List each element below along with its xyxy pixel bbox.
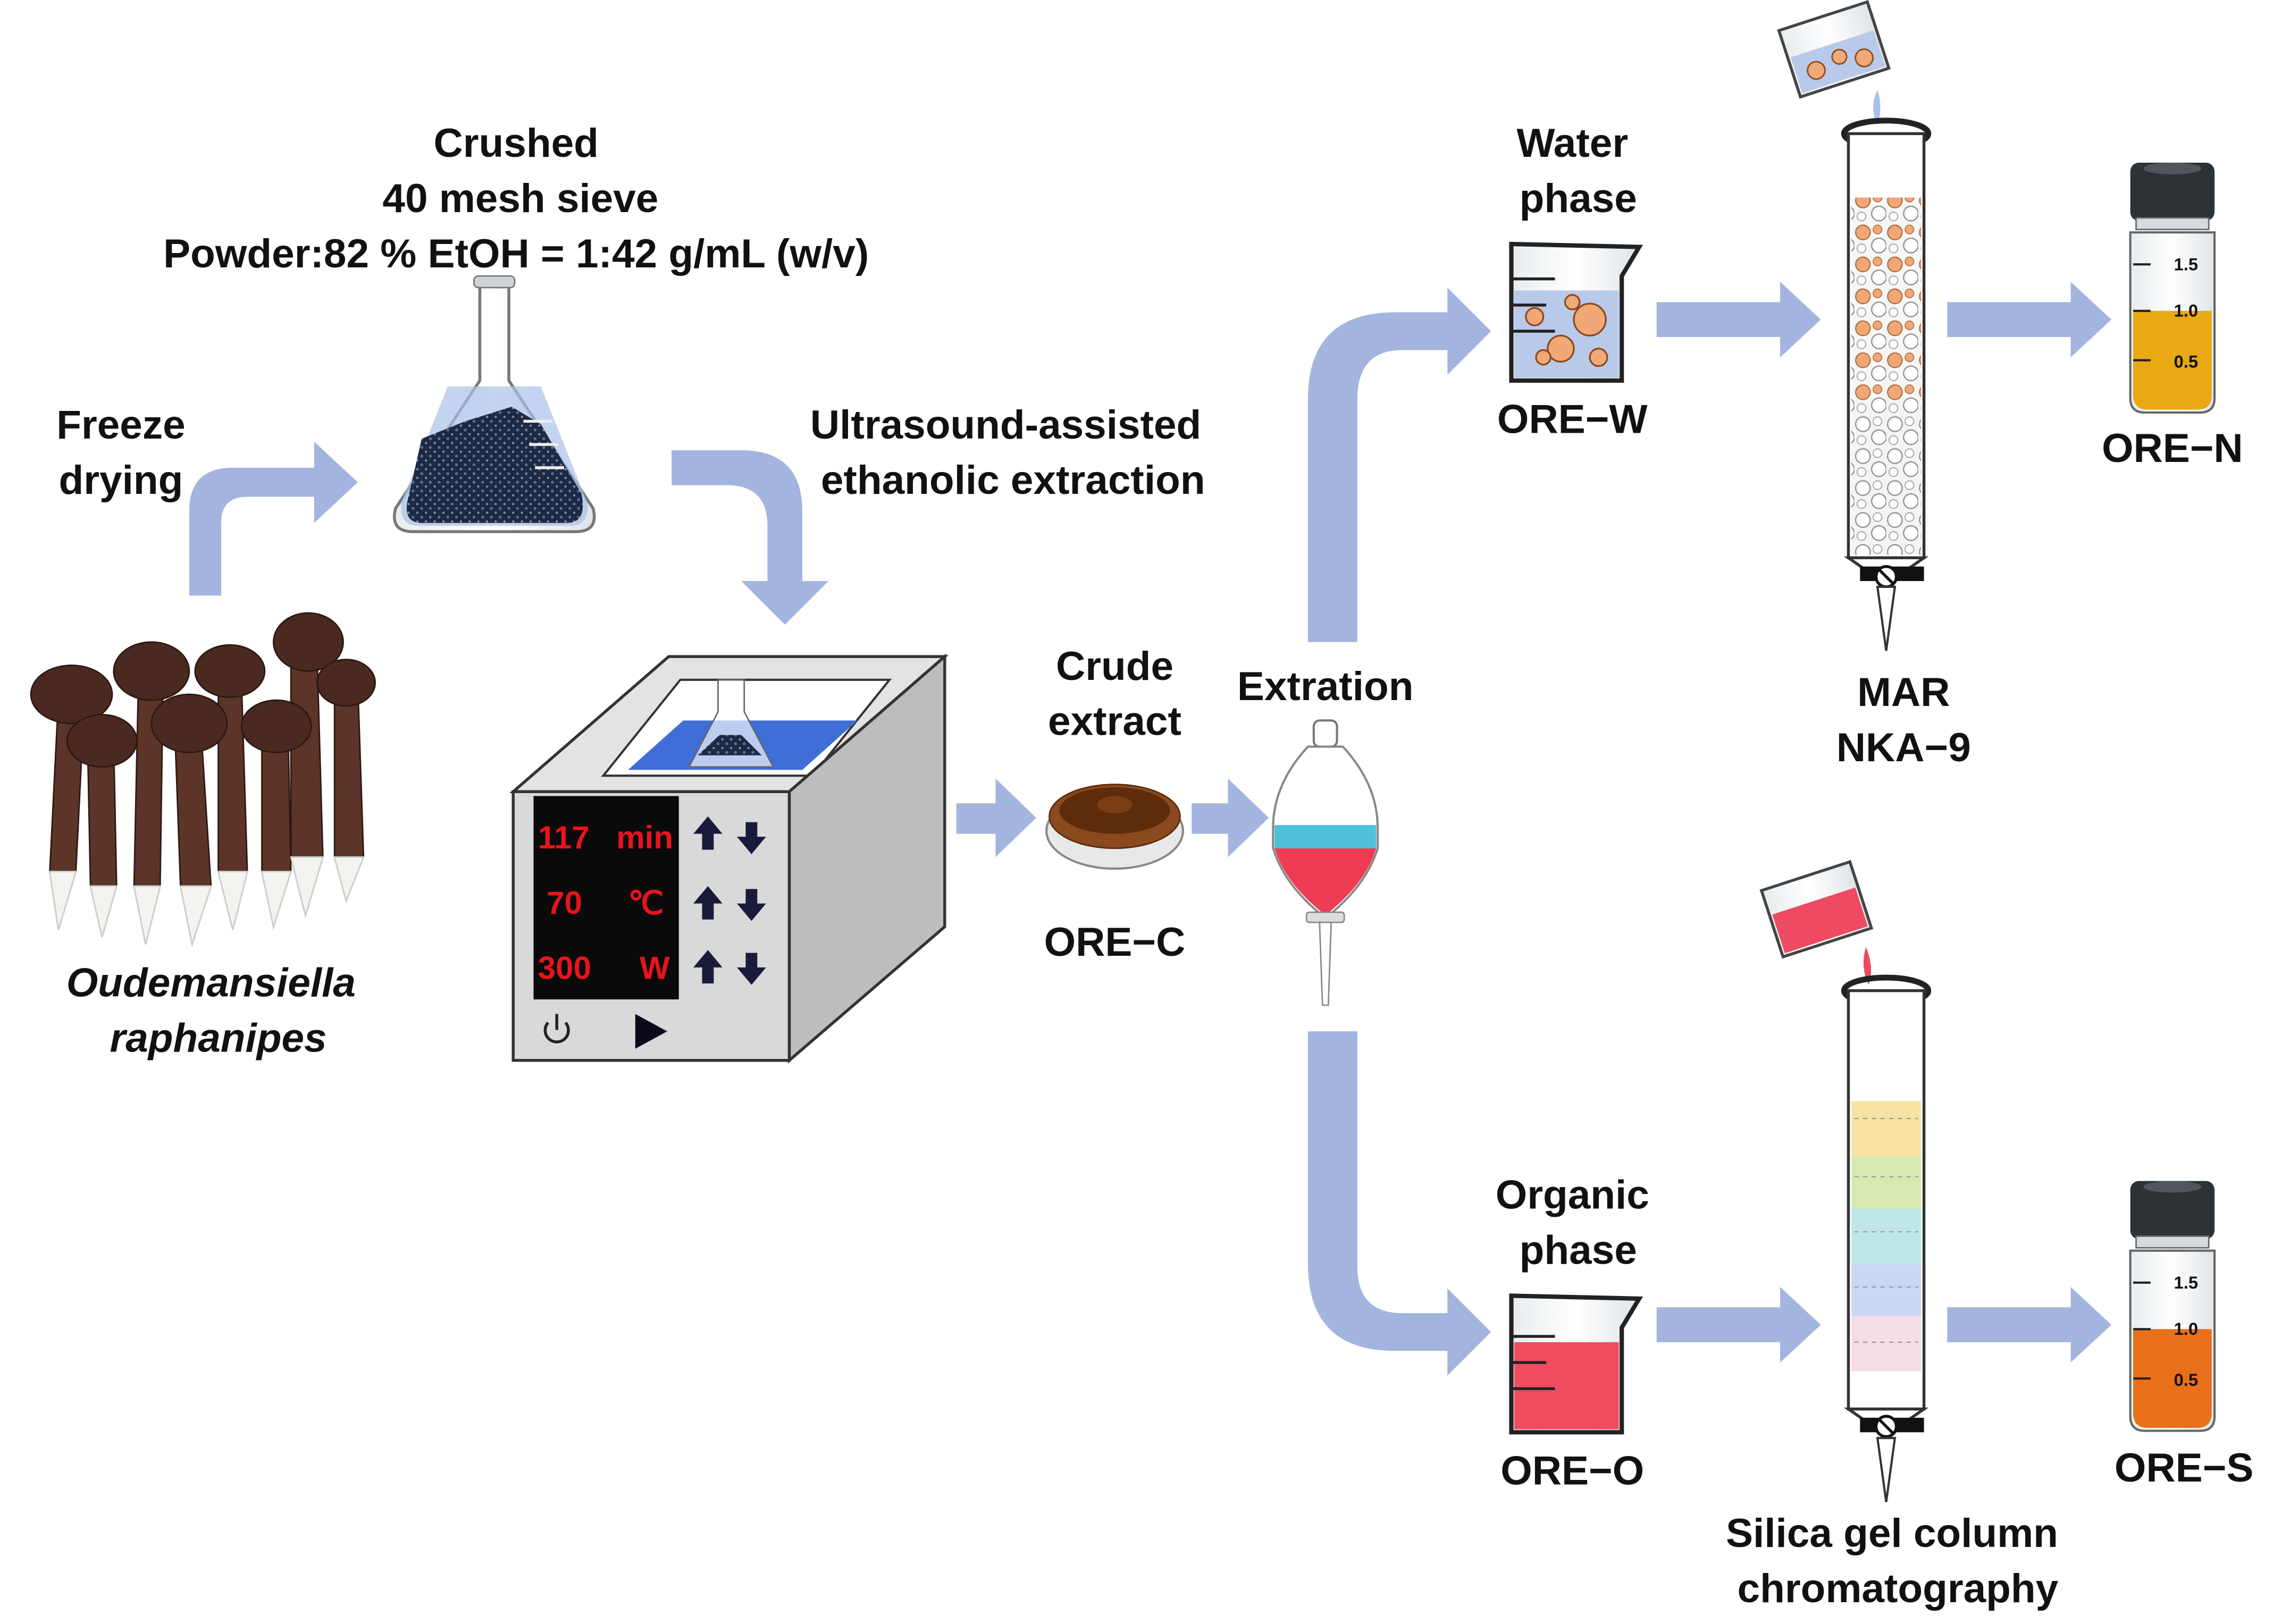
- label-species-epithet: raphanipes: [110, 1015, 326, 1061]
- arrow-organic-to-column: [1656, 1287, 1821, 1363]
- arrow-crude-to-funnel: [1192, 778, 1269, 857]
- vial-n-tick-0-5: 0.5: [2174, 351, 2199, 371]
- label-drying: drying: [59, 458, 183, 503]
- label-crushed: Crushed: [434, 121, 599, 166]
- flow-arrows: [189, 282, 2112, 1376]
- arrow-column-to-vial-n: [1947, 282, 2112, 358]
- label-species-genus: Oudemansiella: [66, 961, 356, 1006]
- label-ultrasound: Ultrasound-assisted: [810, 402, 1201, 448]
- label-silica: Silica gel column: [1726, 1511, 2058, 1556]
- label-ratio: Powder:82 % EtOH = 1:42 g/mL (w/v): [163, 231, 869, 276]
- macroporous-resin-column: [1777, 0, 1932, 651]
- label-chromatography: chromatography: [1738, 1566, 2059, 1611]
- vial-n-tick-1-5: 1.5: [2174, 254, 2199, 274]
- arrow-up-icon[interactable]: [693, 816, 723, 850]
- vial-s-tick-1-5: 1.5: [2174, 1273, 2199, 1292]
- arrow-down-icon[interactable]: [737, 953, 766, 985]
- arrow-water-to-column: [1656, 282, 1821, 358]
- label-organic-phase: phase: [1520, 1227, 1637, 1273]
- label-sieve: 40 mesh sieve: [382, 176, 658, 221]
- pouring-beaker-top: [1777, 0, 1891, 99]
- label-ore-c: ORE−C: [1044, 920, 1186, 965]
- erlenmeyer-flask-illustration: [393, 275, 596, 533]
- arrow-to-organic-phase: [1307, 1031, 1491, 1376]
- temp-value: 70: [547, 885, 582, 921]
- mushroom-cluster-illustration: [30, 612, 376, 947]
- label-ethanolic: ethanolic extraction: [821, 458, 1205, 503]
- petri-dish-crude-extract: [1045, 784, 1184, 870]
- time-unit: min: [616, 820, 673, 855]
- arrow-freeze-drying: [189, 441, 358, 596]
- silica-gel-column: [1759, 860, 1932, 1502]
- label-ore-s: ORE−S: [2115, 1445, 2253, 1491]
- pouring-beaker-bottom: [1759, 860, 1874, 959]
- play-icon[interactable]: [635, 1014, 667, 1049]
- label-crude: Crude: [1056, 644, 1173, 689]
- vial-s-tick-0-5: 0.5: [2174, 1370, 2199, 1390]
- ultrasonic-bath-device: 117 min 70 ℃ 300 W: [509, 653, 949, 1064]
- label-water-phase: phase: [1520, 176, 1637, 221]
- water-phase-beaker: [1509, 241, 1643, 383]
- label-water: Water: [1516, 121, 1628, 166]
- arrow-up-icon[interactable]: [693, 950, 723, 983]
- arrow-column-to-vial-s: [1947, 1287, 2112, 1363]
- vial-n-tick-1-0: 1.0: [2174, 301, 2199, 321]
- vial-ore-s: 1.5 1.0 0.5: [2129, 1181, 2216, 1432]
- label-freeze: Freeze: [56, 402, 185, 448]
- arrow-down-icon[interactable]: [737, 889, 766, 921]
- power-unit: W: [640, 950, 670, 986]
- label-ore-w: ORE−W: [1497, 397, 1648, 442]
- arrow-bath-to-crude: [956, 778, 1036, 857]
- arrow-up-icon[interactable]: [693, 886, 723, 920]
- label-organic: Organic: [1496, 1172, 1649, 1217]
- label-nka: NKA−9: [1836, 725, 1971, 770]
- vial-ore-n: 1.5 1.0 0.5: [2129, 163, 2216, 414]
- label-ore-o: ORE−O: [1500, 1449, 1644, 1494]
- power-value: 300: [538, 950, 591, 986]
- label-extract: extract: [1048, 699, 1181, 744]
- arrow-to-water-phase: [1307, 288, 1491, 642]
- temp-unit: ℃: [628, 885, 664, 921]
- label-mar: MAR: [1857, 670, 1950, 715]
- display-panel: [533, 796, 679, 999]
- organic-phase-beaker: [1509, 1293, 1643, 1435]
- power-icon[interactable]: [543, 1014, 570, 1044]
- arrow-down-icon[interactable]: [737, 822, 766, 854]
- vial-s-tick-1-0: 1.0: [2174, 1319, 2199, 1339]
- label-extration: Extration: [1237, 664, 1414, 709]
- label-ore-n: ORE−N: [2102, 426, 2243, 471]
- labels: Crushed 40 mesh sieve Powder:82 % EtOH =…: [56, 121, 2253, 1611]
- arrow-to-ultrasound: [672, 450, 829, 625]
- time-value: 117: [538, 820, 590, 855]
- separatory-funnel-illustration: [1272, 719, 1379, 1006]
